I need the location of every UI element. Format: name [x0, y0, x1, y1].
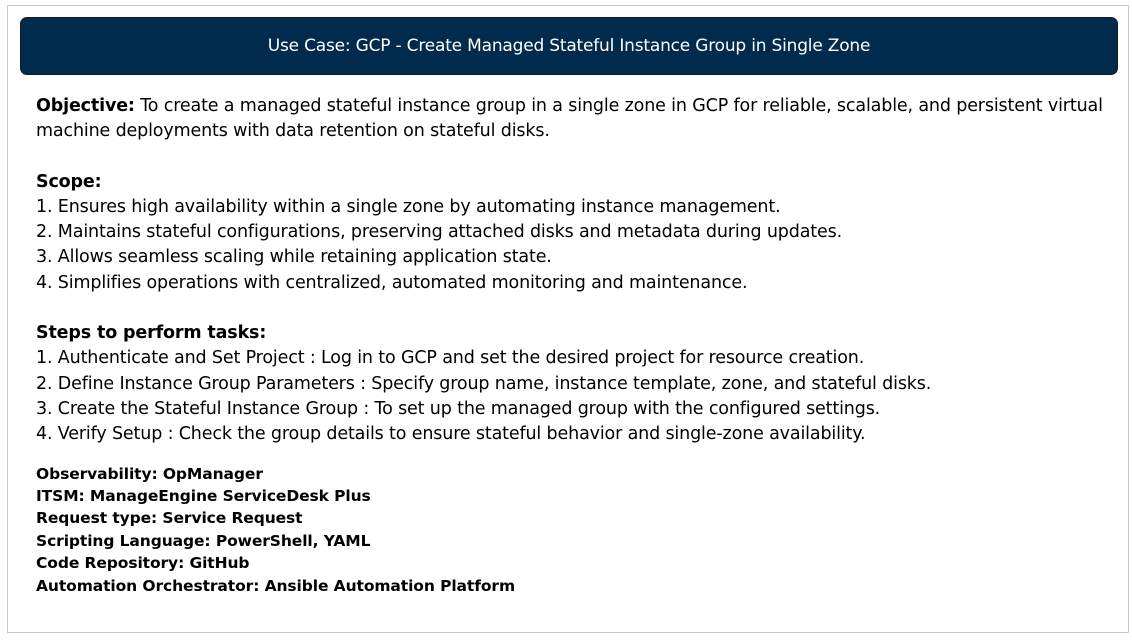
scope-item: 3. Allows seamless scaling while retaini…: [36, 247, 552, 268]
scripting-language-line: Scripting Language: PowerShell, YAML: [36, 531, 371, 550]
page-title: Use Case: GCP - Create Managed Stateful …: [267, 36, 871, 56]
steps-heading: Steps to perform tasks:: [36, 323, 267, 344]
objective-text: To create a managed stateful instance gr…: [36, 96, 1103, 142]
step-item: 4. Verify Setup : Check the group detail…: [36, 424, 866, 445]
tooling-info: Observability: OpManager ITSM: ManageEng…: [36, 463, 1116, 597]
code-repository-line: Code Repository: GitHub: [36, 554, 250, 573]
spacer: [36, 145, 1116, 170]
scope-item: 1. Ensures high availability within a si…: [36, 196, 781, 217]
spacer: [36, 296, 1116, 321]
automation-orchestrator-line: Automation Orchestrator: Ansible Automat…: [36, 576, 516, 595]
content-body: Objective: To create a managed stateful …: [36, 94, 1116, 597]
title-banner: Use Case: GCP - Create Managed Stateful …: [20, 17, 1118, 75]
slide: Use Case: GCP - Create Managed Stateful …: [7, 5, 1129, 633]
observability-line: Observability: OpManager: [36, 464, 263, 483]
scope-heading: Scope:: [36, 171, 102, 192]
request-type-line: Request type: Service Request: [36, 509, 303, 528]
step-item: 3. Create the Stateful Instance Group : …: [36, 398, 881, 419]
step-item: 1. Authenticate and Set Project : Log in…: [36, 348, 865, 369]
objective-label: Objective:: [36, 96, 135, 116]
scope-item: 2. Maintains stateful configurations, pr…: [36, 222, 842, 243]
step-item: 2. Define Instance Group Parameters : Sp…: [36, 373, 932, 394]
itsm-line: ITSM: ManageEngine ServiceDesk Plus: [36, 486, 371, 505]
objective-paragraph: Objective: To create a managed stateful …: [36, 94, 1116, 145]
scope-item: 4. Simplifies operations with centralize…: [36, 272, 748, 293]
